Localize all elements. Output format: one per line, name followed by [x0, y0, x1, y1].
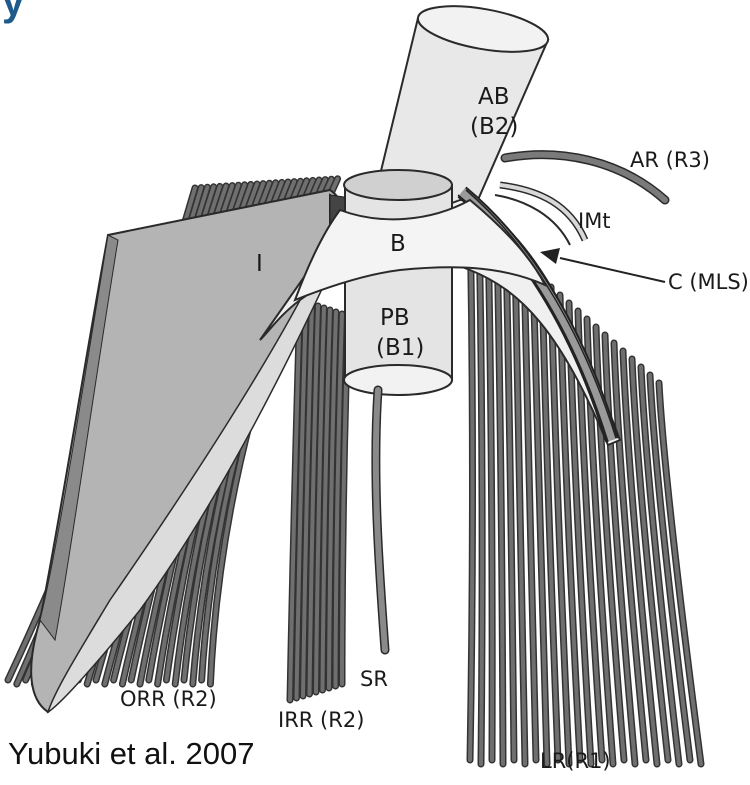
label-ab: AB — [478, 84, 510, 110]
label-lr: LR(R1) — [540, 749, 611, 773]
label-sr: SR — [360, 667, 388, 691]
label-c-mls: C (MLS) — [668, 270, 749, 294]
label-imt: IMt — [578, 209, 611, 233]
label-ab-code: (B2) — [470, 114, 518, 140]
label-irr: IRR (R2) — [278, 708, 364, 732]
irr-fibers — [290, 300, 348, 700]
label-b: B — [390, 231, 406, 257]
mls-arrowhead — [540, 248, 560, 264]
label-ar: AR (R3) — [630, 148, 710, 172]
label-pb: PB — [380, 305, 410, 331]
pb-cylinder — [344, 170, 452, 395]
label-i: I — [256, 251, 263, 277]
lr-fibers — [470, 215, 701, 764]
label-orr: ORR (R2) — [120, 687, 217, 711]
citation-caption: Yubuki et al. 2007 — [8, 736, 254, 772]
label-pb-code: (B1) — [376, 335, 424, 361]
mls-leader-line — [560, 258, 665, 282]
